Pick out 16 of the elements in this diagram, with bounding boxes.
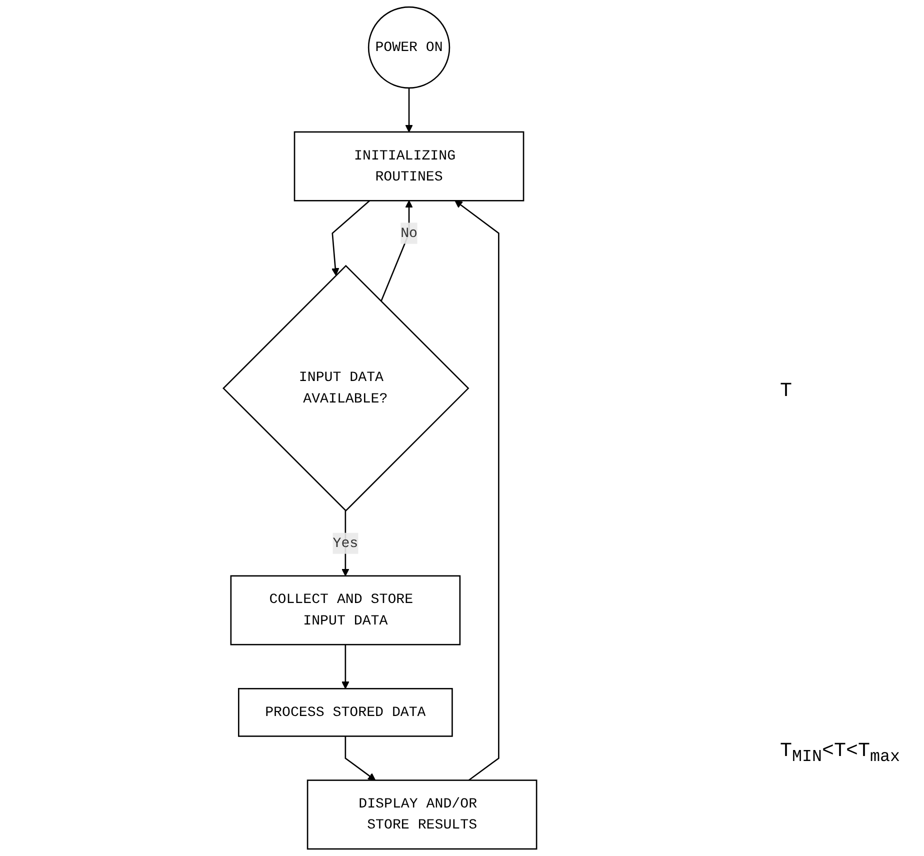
period-label: T	[780, 380, 792, 403]
arrow	[405, 88, 413, 132]
node-box: DISPLAY AND/OR STORE RESULTS	[306, 780, 538, 850]
node-circle: POWER ON	[368, 6, 450, 89]
node-diamond: INPUT DATA AVAILABLE?	[222, 264, 470, 512]
arrow	[454, 200, 500, 781]
period-range-note: T$_{MIN}$<T<T$_{max}$	[780, 740, 900, 767]
arrow	[380, 200, 413, 302]
arrow	[342, 644, 350, 689]
edge-label: No	[400, 225, 418, 242]
arrow	[331, 200, 370, 276]
node-box: INITIALIZING ROUTINES	[294, 131, 524, 202]
node-box: PROCESS STORED DATA	[238, 688, 453, 737]
node-box: COLLECT AND STORE INPUT DATA	[230, 575, 461, 646]
arrow	[344, 736, 376, 781]
edge-label: Yes	[332, 535, 358, 552]
